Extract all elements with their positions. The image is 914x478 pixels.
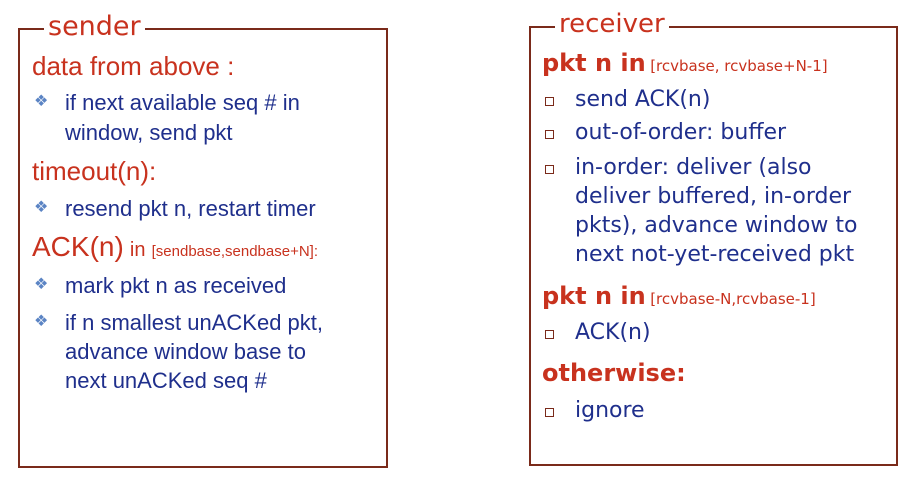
receiver-title: receiver — [555, 11, 669, 37]
square-bullet-icon — [545, 408, 554, 417]
sender-heading-ack: ACK(n) in [sendbase,sendbase+N]: — [32, 233, 318, 261]
sender-item-send-line2: window, send pkt — [65, 120, 233, 145]
sender-item-resend: resend pkt n, restart timer — [65, 196, 316, 221]
square-bullet-icon — [545, 130, 554, 139]
receiver-heading-in-window-label: pkt n in — [542, 49, 646, 77]
sender-heading-timeout: timeout(n): — [32, 156, 157, 186]
receiver-item-deliver-line1: in-order: deliver (also — [575, 155, 812, 180]
receiver-item-ignore: ignore — [575, 398, 645, 423]
sender-box: sender data from above : ❖ if next avail… — [18, 13, 388, 468]
receiver-heading-otherwise: otherwise: — [542, 359, 686, 387]
sender-title: sender — [44, 13, 145, 40]
sender-heading-data-from-above: data from above : — [32, 51, 235, 81]
sender-heading-ack-in: in — [129, 239, 146, 261]
receiver-box: receiver pkt n in [rcvbase, rcvbase+N-1]… — [529, 11, 898, 466]
receiver-item-deliver-line3: pkts), advance window to — [575, 213, 858, 238]
sender-heading-ack-range: [sendbase,sendbase+N]: — [151, 243, 318, 260]
receiver-heading-in-window-range: [rcvbase, rcvbase+N-1] — [650, 57, 828, 75]
sender-item-advance-line1: if n smallest unACKed pkt, — [65, 310, 324, 335]
receiver-item-deliver-line4: next not-yet-received pkt — [575, 242, 855, 267]
receiver-item-buffer: out-of-order: buffer — [575, 120, 787, 145]
receiver-heading-in-window: pkt n in [rcvbase, rcvbase+N-1] — [542, 51, 828, 75]
diamond-bullet-icon: ❖ — [34, 199, 49, 216]
sender-item-send-line1: if next available seq # in — [65, 90, 300, 115]
receiver-item-deliver-line2: deliver buffered, in-order — [575, 184, 852, 209]
diamond-bullet-icon: ❖ — [34, 313, 49, 330]
sender-heading-ack-label: ACK(n) — [32, 231, 124, 262]
receiver-heading-old-window-range: [rcvbase-N,rcvbase-1] — [650, 290, 816, 308]
receiver-item-send-ack: send ACK(n) — [575, 87, 711, 112]
receiver-heading-old-window: pkt n in [rcvbase-N,rcvbase-1] — [542, 284, 816, 308]
square-bullet-icon — [545, 97, 554, 106]
receiver-item-ack: ACK(n) — [575, 320, 651, 345]
sender-item-mark-received: mark pkt n as received — [65, 273, 287, 298]
square-bullet-icon — [545, 165, 554, 174]
diamond-bullet-icon: ❖ — [34, 93, 49, 110]
sender-item-advance-line2: advance window base to — [65, 339, 306, 364]
square-bullet-icon — [545, 330, 554, 339]
sender-item-advance-line3: next unACKed seq # — [65, 368, 267, 393]
receiver-heading-old-window-label: pkt n in — [542, 282, 646, 310]
diamond-bullet-icon: ❖ — [34, 276, 49, 293]
